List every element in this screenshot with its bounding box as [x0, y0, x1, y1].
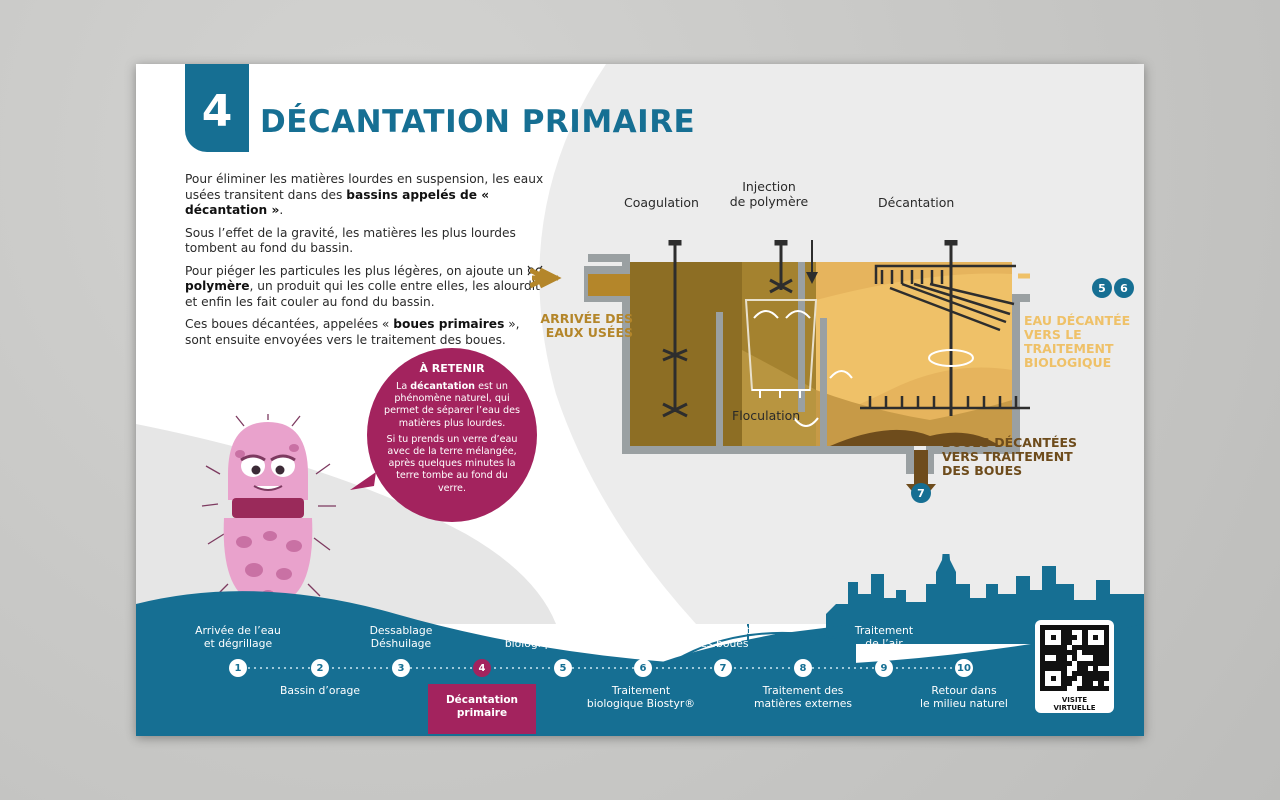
- intro-paragraph-4: Ces boues décantées, appelées « boues pr…: [185, 317, 547, 348]
- tl8-b: matières externes: [754, 697, 852, 710]
- qr-code-icon: [1040, 625, 1109, 691]
- tl9-b: de l’air: [865, 637, 903, 650]
- intro-text: Pour éliminer les matières lourdes en su…: [185, 172, 547, 355]
- eau-line1: EAU DÉCANTÉE: [1024, 313, 1131, 328]
- timeline-dot-5[interactable]: 5: [554, 659, 572, 677]
- next-step-6-badge: 6: [1114, 278, 1134, 298]
- retenir-speech-bubble: À RETENIR La décantation est un phénomèn…: [367, 348, 537, 522]
- tl4-a: Décantation: [445, 694, 519, 706]
- boues-line1: BOUES DÉCANTÉES: [942, 435, 1078, 450]
- tl7-a: Traitement: [691, 624, 751, 637]
- next-step-7-badge: 7: [911, 483, 931, 503]
- timeline-dot-4[interactable]: 4: [473, 659, 491, 677]
- eau-line4: BIOLOGIQUE: [1024, 355, 1112, 370]
- timeline-dot-2[interactable]: 2: [311, 659, 329, 677]
- tl10-a: Retour dans: [931, 684, 997, 697]
- tl3-b: Déshuilage: [370, 637, 432, 650]
- label-injection-line2: de polymère: [729, 194, 809, 209]
- retenir-p1-bold: décantation: [410, 381, 476, 392]
- timeline-dot-10[interactable]: 10: [955, 659, 973, 677]
- timeline-dot-6[interactable]: 6: [634, 659, 652, 677]
- tl10-b: le milieu naturel: [920, 697, 1008, 710]
- timeline-dot-1[interactable]: 1: [229, 659, 247, 677]
- retenir-heading: À RETENIR: [419, 362, 485, 375]
- intro-paragraph-1: Pour éliminer les matières lourdes en su…: [185, 172, 547, 219]
- timeline-line: [236, 667, 966, 669]
- page-title: DÉCANTATION PRIMAIRE: [260, 104, 696, 140]
- intro-p4-a: Ces boues décantées, appelées «: [185, 317, 394, 331]
- info-panel: 4 DÉCANTATION PRIMAIRE Pour éliminer les…: [136, 64, 1144, 736]
- timeline-dot-8[interactable]: 8: [794, 659, 812, 677]
- tl6-a: Traitement: [611, 684, 671, 697]
- intro-p3-c: , un produit qui les colle entre elles, …: [185, 279, 540, 309]
- retenir-p1-a: La: [396, 381, 411, 392]
- label-floculation: Floculation: [732, 408, 801, 423]
- tl5-a: Traitement: [526, 624, 586, 637]
- intro-paragraph-2: Sous l’effet de la gravité, les matières…: [185, 225, 516, 256]
- decantation-tank-diagram: [530, 240, 1030, 500]
- intro-p1-bold: bassins appelés de « décantation »: [185, 187, 490, 218]
- intro-p4-bold: boues primaires: [393, 317, 505, 331]
- retenir-paragraph-1: La décantation est un phénomène naturel,…: [383, 381, 521, 430]
- label-coagulation: Coagulation: [624, 195, 699, 210]
- intro-paragraph-3: Pour piéger les particules les plus légè…: [185, 264, 547, 311]
- retenir-paragraph-2: Si tu prends un verre d’eau avec de la t…: [386, 433, 518, 494]
- tl5-b: biologique Biofor®: [504, 637, 608, 650]
- intro-p1-a: Pour éliminer les matières lourdes en su…: [185, 172, 544, 202]
- intro-p4-c: », sont ensuite envoyées vers le traitem…: [185, 317, 520, 347]
- step-number-badge: 4: [185, 64, 249, 152]
- next-step-5-badge: 5: [1092, 278, 1112, 298]
- tl4-b: primaire: [456, 707, 508, 719]
- intro-p3-a: Pour piéger les particules les plus légè…: [185, 263, 527, 278]
- bubble-tail: [350, 472, 376, 490]
- tl1-b: et dégrillage: [203, 637, 273, 650]
- timeline-dot-9[interactable]: 9: [875, 659, 893, 677]
- tl7-b: des boues: [693, 637, 749, 650]
- qr-code-card[interactable]: VISITE VIRTUELLE: [1035, 620, 1114, 713]
- tl6-b: biologique Biostyr®: [586, 697, 696, 710]
- qr-caption: VISITE VIRTUELLE: [1053, 696, 1096, 712]
- tl1-a: Arrivée de l’eau: [195, 624, 281, 637]
- tl3-a: Dessablage: [369, 624, 433, 637]
- label-injection-line1: Injection: [742, 179, 796, 194]
- tl9-a: Traitement: [854, 624, 914, 637]
- boues-line3: DES BOUES: [942, 463, 1023, 478]
- arrivee-line2: EAUX USÉES: [545, 325, 633, 340]
- eau-line3: TRAITEMENT: [1024, 341, 1114, 356]
- tl8-a: Traitement des: [762, 684, 844, 697]
- arrivee-line1: ARRIVÉE DES: [540, 311, 633, 326]
- intro-p1-c: .: [279, 203, 284, 217]
- timeline-dot-7[interactable]: 7: [714, 659, 732, 677]
- intro-p3-bold: polymère: [185, 279, 250, 293]
- timeline-label-2: Bassin d’orage: [280, 684, 360, 697]
- timeline-dot-3[interactable]: 3: [392, 659, 410, 677]
- retenir-p1-c: est un phénomène naturel, qui permet de …: [384, 381, 520, 429]
- boues-line2: VERS TRAITEMENT: [942, 449, 1073, 464]
- label-decantation: Décantation: [878, 195, 955, 210]
- eau-line2: VERS LE: [1024, 327, 1082, 342]
